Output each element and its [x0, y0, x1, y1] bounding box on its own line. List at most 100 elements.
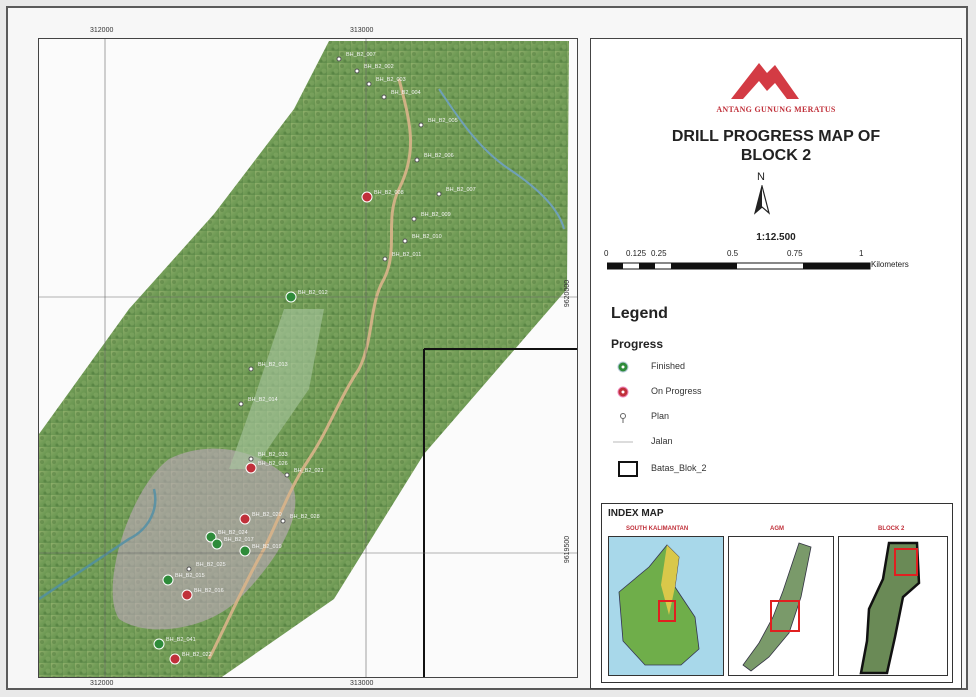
drill-point[interactable]: BH_B2_007 [436, 187, 476, 197]
scale-tick-2: 0.25 [651, 249, 667, 258]
drill-point[interactable]: BH_B2_025 [186, 562, 226, 572]
drill-point[interactable]: BH_B2_013 [248, 362, 288, 372]
legend-item-boundary: Batas_Blok_2 [613, 459, 813, 479]
legend-label-road: Jalan [651, 436, 673, 446]
drill-point[interactable]: BH_B2_014 [238, 397, 278, 407]
scale-tick-4: 0.75 [787, 249, 803, 258]
drill-point-label: BH_B2_025 [196, 562, 226, 568]
index-map-title: INDEX MAP [608, 508, 664, 519]
drill-point-label: BH_B2_014 [248, 397, 278, 403]
drill-point-label: BH_B2_015 [175, 573, 205, 579]
river [438, 88, 565, 230]
drill-point-label: BH_B2_002 [364, 64, 394, 70]
kalimantan-minimap [618, 544, 700, 666]
drill-point[interactable]: BH_B2_009 [411, 212, 451, 222]
drill-point-label: BH_B2_010 [412, 234, 442, 240]
boundary-box-icon [618, 461, 638, 477]
scale-ratio: 1:12.500 [756, 232, 796, 243]
index-panel-agm [728, 536, 834, 676]
drill-point-label: BH_B2_033 [258, 452, 288, 458]
scale-tick-0: 0 [604, 249, 609, 258]
coord-right-2: 9619500 [564, 535, 572, 564]
road-line [207, 78, 412, 660]
north-arrow-icon [753, 185, 771, 215]
block-boundary [423, 348, 577, 677]
index-panel-kalimantan [608, 536, 724, 676]
clearing-area [112, 448, 296, 630]
on-progress-icon [617, 386, 629, 398]
drill-point[interactable]: BH_B2_033 [248, 452, 288, 462]
legend-title: Legend [611, 305, 668, 322]
coord-top-1: 312000 [90, 27, 114, 34]
map-title-line2: BLOCK 2 [740, 147, 812, 164]
drill-point[interactable]: BH_B2_004 [381, 90, 421, 100]
drill-point-label: BH_B2_026 [258, 461, 288, 467]
legend-label-plan: Plan [651, 411, 670, 421]
drill-point-label: BH_B2_022 [182, 652, 212, 658]
legend-label-finished: Finished [651, 361, 686, 371]
drill-point[interactable]: BH_B2_017 [211, 537, 254, 550]
drill-point[interactable]: BH_B2_005 [418, 118, 458, 128]
legend-item-finished: Finished [613, 357, 813, 377]
drill-point-label: BH_B2_016 [194, 588, 224, 594]
legend-label-on-progress: On Progress [651, 386, 702, 396]
agm-minimap [742, 542, 812, 672]
block2-minimap [859, 541, 921, 675]
drill-point-label: BH_B2_006 [424, 153, 454, 159]
drill-point-label: BH_B2_007 [446, 187, 476, 193]
drill-point-label: BH_B2_008 [374, 190, 404, 196]
drill-point[interactable]: BH_B2_011 [382, 252, 421, 262]
company-logo [731, 63, 799, 99]
drill-point[interactable]: BH_B2_015 [162, 573, 205, 586]
drill-point-label: BH_B2_003 [376, 77, 406, 83]
drill-point-label: BH_B2_019 [252, 544, 282, 550]
scale-units: Kilometers [871, 260, 909, 269]
coord-top-2: 313000 [350, 27, 374, 34]
drill-point[interactable]: BH_B2_002 [354, 64, 394, 74]
drill-point-label: BH_B2_021 [294, 468, 324, 474]
drill-point-label: BH_B2_041 [166, 637, 196, 643]
index-map: INDEX MAP SOUTH KALIMANTAN AGM BLOCK 2 [601, 503, 953, 683]
index-label-agm: AGM [770, 526, 784, 532]
index-label-block2: BLOCK 2 [878, 526, 905, 532]
index-panel-block2 [838, 536, 948, 676]
drill-point[interactable]: BH_B2_022 [169, 652, 212, 665]
drill-point-label: BH_B2_005 [428, 118, 458, 124]
scale-tick-5: 1 [859, 249, 864, 258]
legend-group-title: Progress [611, 337, 664, 351]
drill-point[interactable]: BH_B2_041 [153, 637, 196, 650]
drill-point-label: BH_B2_028 [290, 514, 320, 520]
drill-point[interactable]: BH_B2_024 [205, 530, 248, 543]
north-label: N [757, 171, 765, 183]
road-line-icon [613, 441, 633, 443]
drill-point[interactable]: BH_B2_021 [284, 468, 324, 478]
finished-icon [617, 361, 629, 373]
map-title: DRILL PROGRESS MAP OF BLOCK 2 [591, 127, 961, 165]
coord-right-1: 9620000 [564, 279, 572, 308]
map-title-line1: DRILL PROGRESS MAP OF [671, 128, 881, 145]
drill-point[interactable]: BH_B2_016 [181, 588, 224, 601]
drill-point-label: BH_B2_013 [258, 362, 288, 368]
drill-point[interactable]: BH_B2_007 [336, 52, 376, 62]
scale-bar [607, 262, 871, 270]
drill-point[interactable]: BH_B2_006 [414, 153, 454, 163]
legend-item-plan: Plan [613, 407, 813, 427]
drill-point[interactable]: BH_B2_026 [245, 461, 288, 474]
drill-points: BH_B2_007BH_B2_002BH_B2_003BH_B2_004BH_B… [153, 52, 476, 665]
drill-point-label: BH_B2_007 [346, 52, 376, 58]
drill-point[interactable]: BH_B2_028 [280, 514, 320, 524]
legend-item-on-progress: On Progress [613, 382, 813, 402]
map-canvas[interactable]: BH_B2_007BH_B2_002BH_B2_003BH_B2_004BH_B… [39, 39, 578, 678]
drill-point[interactable]: BH_B2_012 [285, 290, 328, 303]
drill-point[interactable]: BH_B2_010 [402, 234, 442, 244]
drill-point-label: BH_B2_020 [252, 512, 282, 518]
drill-point[interactable]: BH_B2_008 [361, 190, 404, 203]
drill-point[interactable]: BH_B2_019 [239, 544, 282, 557]
legend-item-road: Jalan [613, 432, 813, 452]
drill-point[interactable]: BH_B2_003 [366, 77, 406, 87]
drill-point[interactable]: BH_B2_020 [239, 512, 282, 525]
drill-point-label: BH_B2_024 [218, 530, 248, 536]
drill-point-label: BH_B2_004 [391, 90, 421, 96]
